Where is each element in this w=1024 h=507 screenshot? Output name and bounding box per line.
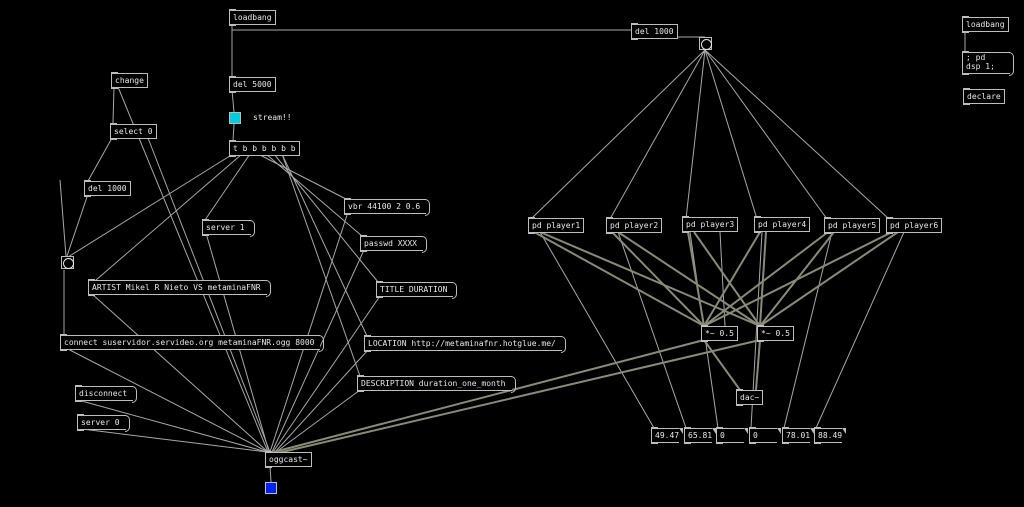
message-text: server 1 (206, 223, 245, 232)
trigger-object[interactable]: t b b b b b b (229, 140, 300, 157)
delay-1000-object[interactable]: del 1000 (631, 23, 678, 40)
level-number-box[interactable]: 88.49 (814, 427, 846, 444)
message-text: LOCATION http://metaminafnr.hotglue.me/ (368, 339, 556, 348)
loadbang-object[interactable]: loadbang (962, 16, 1009, 33)
change-object[interactable]: change (111, 72, 148, 89)
vbr-message[interactable]: vbr 44100 2 0.6 (344, 198, 431, 216)
player5-subpatch[interactable]: pd player5 (824, 217, 881, 234)
level-number-box[interactable]: 65.81 (684, 427, 716, 444)
loadbang-object[interactable]: loadbang (229, 9, 276, 26)
message-text: server 0 (81, 418, 120, 427)
player1-subpatch[interactable]: pd player1 (528, 217, 585, 234)
passwd-message[interactable]: passwd XXXX (360, 235, 427, 253)
player4-subpatch[interactable]: pd player4 (754, 216, 811, 233)
number-value: 0 (720, 431, 725, 440)
select-0-object[interactable]: select 0 (110, 123, 157, 140)
message-text: ARTIST Mikel R Nieto VS metaminaFNR (92, 283, 261, 292)
bang-circle-icon (63, 258, 74, 269)
level-number-box[interactable]: 0 (716, 427, 748, 444)
message-text: disconnect (79, 389, 128, 398)
stream-toggle[interactable] (229, 112, 241, 124)
level-number-box[interactable]: 78.01 (782, 427, 814, 444)
message-text: TITLE DURATION (380, 285, 448, 294)
level-number-box[interactable]: 0 (749, 427, 781, 444)
number-value: 65.81 (688, 431, 713, 440)
number-value: 49.47 (655, 431, 680, 440)
bang-button[interactable] (61, 256, 74, 269)
number-value: 0 (753, 431, 758, 440)
dsp-on-message[interactable]: ; pd dsp 1; (962, 51, 1014, 76)
location-message[interactable]: LOCATION http://metaminafnr.hotglue.me/ (364, 335, 566, 353)
message-text: DESCRIPTION duration_one_month (361, 379, 506, 388)
declare-object[interactable]: declare (963, 88, 1005, 105)
message-text: passwd XXXX (364, 239, 417, 248)
server-0-message[interactable]: server 0 (77, 414, 130, 432)
oggcast-object[interactable]: oggcast~ (265, 451, 312, 468)
title-duration-message[interactable]: TITLE DURATION (376, 281, 458, 299)
connect-message[interactable]: connect suservidor.servideo.org metamina… (60, 334, 325, 352)
message-text: connect suservidor.servideo.org metamina… (64, 338, 315, 347)
number-value: 88.49 (818, 431, 843, 440)
delay-5000-object[interactable]: del 5000 (229, 76, 276, 93)
disconnect-message[interactable]: disconnect (75, 385, 138, 403)
oggcast-status-toggle[interactable] (265, 482, 277, 494)
multiply-signal-object[interactable]: *~ 0.5 (757, 325, 794, 342)
artist-message[interactable]: ARTIST Mikel R Nieto VS metaminaFNR (88, 279, 271, 297)
player2-subpatch[interactable]: pd player2 (606, 217, 663, 234)
player6-subpatch[interactable]: pd player6 (886, 217, 943, 234)
bang-circle-icon (701, 39, 712, 50)
description-message[interactable]: DESCRIPTION duration_one_month (357, 375, 516, 393)
bang-button[interactable] (699, 37, 712, 50)
number-value: 78.01 (786, 431, 811, 440)
dac-object[interactable]: dac~ (736, 389, 764, 406)
server-1-message[interactable]: server 1 (202, 219, 255, 237)
player3-subpatch[interactable]: pd player3 (682, 216, 739, 233)
stream-label: stream!! (253, 113, 292, 122)
message-text: vbr 44100 2 0.6 (348, 202, 421, 211)
dsp-message-text: ; pd dsp 1; (966, 53, 995, 71)
multiply-signal-object[interactable]: *~ 0.5 (701, 325, 738, 342)
level-number-box[interactable]: 49.47 (651, 427, 683, 444)
delay-1000-object[interactable]: del 1000 (84, 180, 131, 197)
